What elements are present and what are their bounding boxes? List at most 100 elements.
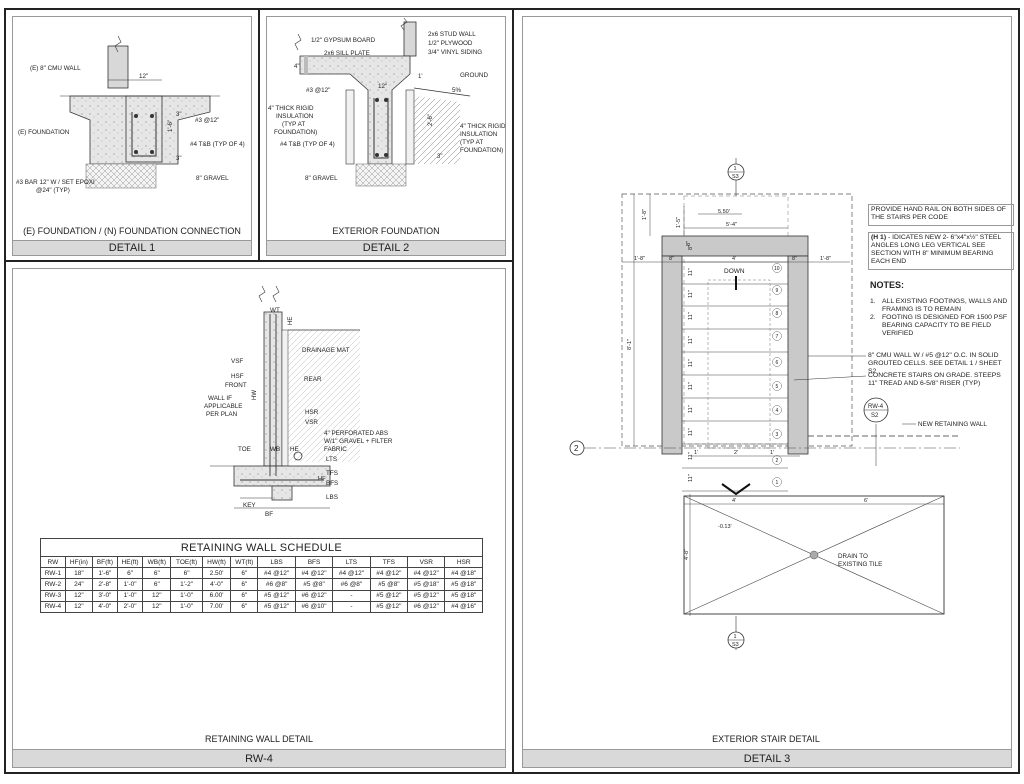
detail-3-title: DETAIL 3 [523,749,1011,767]
tread-dim: 11" [688,405,694,413]
col-hw: HW(ft) [201,555,232,569]
d1-gravel-label: 8" GRAVEL [196,175,229,182]
handrail-note-text: PROVIDE HAND RAIL ON BOTH SIDES OF THE S… [871,206,1006,221]
detail-2-foundation [294,17,471,187]
cell: - [332,600,371,613]
rw4-he: HE [288,317,294,325]
rw-tag: RW-4 S2 [863,397,889,466]
tread-dim: 11" [688,290,694,298]
dim-1-8-right: 1'-8" [820,256,831,262]
detail-1-frame [12,16,252,256]
tread-dim: 11" [688,312,694,320]
col-hsr: HSR [444,555,483,569]
d2-insul-right-1: 4" THICK RIGID [460,123,506,130]
cell: 12" [142,600,172,613]
step-3: 3 [776,432,779,438]
rw4-abs-2: W/1" GRAVEL + FILTER [324,438,393,445]
detail-1-caption: (E) FOUNDATION / (N) FOUNDATION CONNECTI… [23,226,241,236]
section-bottom-sheet: S3 [732,642,739,648]
rw-tag-top: RW-4 [868,404,884,410]
d2-insul-left-1: 4" THICK RIGID [268,105,314,112]
rw4-section [210,285,360,509]
d2-four: 4" [294,64,299,70]
cell: #5 @12" [407,589,446,602]
tread-dim: 11" [688,428,694,436]
d2-siding: 3/4" VINYL SIDING [428,49,482,56]
tread-dim: 11" [688,336,694,344]
d2-insul-right: 4" THICK RIGID INSULATION (TYP AT FOUNDA… [460,123,506,154]
d2-gravel: 8" GRAVEL [305,175,338,182]
tread-dim: 11" [688,382,694,390]
tread-dim: 8" [688,245,694,250]
footing-outline [621,193,853,447]
stair-treads [682,261,788,492]
section-top-num: 1 [734,166,737,172]
stairs-note: CONCRETE STAIRS ON GRADE. STEEPS 11" TRE… [868,372,1001,387]
cell: 6" [142,567,172,580]
tread-dim: 11" [688,359,694,367]
rw4-vsf: VSF [231,358,243,365]
col-hf: HF(in) [64,555,94,569]
cmu-wall-right [787,255,809,455]
d2-plywood: 1/2" PLYWOOD [428,40,473,47]
rw4-bfs: BFS [326,480,338,487]
retaining-wall-schedule: RETAINING WALL SCHEDULE RW HF(in) BF(ft)… [40,538,483,613]
d2-insul-right-2: INSULATION [460,131,498,138]
d2-insul-right-3: (TYP AT [460,139,483,146]
detail-1-title: DETAIL 1 [13,240,251,255]
dim-1b: 1' [770,450,774,456]
inner-dashed-outline [683,195,789,445]
stair-down-arrow [721,483,751,496]
rw4-wall-if-3: PER PLAN [206,411,238,418]
rw4-lts: LTS [326,456,337,463]
d1-epoxy-1: #3 BAR 12" W / SET EPOXI [16,179,95,186]
rw4-drain: DRAINAGE MAT [302,347,350,354]
rw4-wall-if-1: WALL IF [208,395,232,402]
d2-ground: GROUND [460,72,488,79]
dimension-lines [622,194,944,616]
d2-depth: 2'-6" [428,114,434,126]
note-1: ALL EXISTING FOOTINGS, WALLS AND FRAMING… [882,298,1008,313]
d2-three: 3" [437,154,442,160]
cell: #5 @12" [257,600,296,613]
dim-1-5-top: 1'-5" [676,217,682,228]
rw4-tfs: TFS [326,470,338,477]
d2-width: 12" [378,83,387,90]
cmu-wall-note: 8" CMU WALL W / #5 @12" O.C. IN SOLID GR… [868,352,1002,375]
d1-epoxy-2: @24" (TYP) [36,187,70,194]
d1-cmu-label: (E) 8" CMU WALL [30,65,81,72]
rw4-caption: RETAINING WALL DETAIL [204,734,314,744]
dim-8b: 8" [686,241,692,246]
d1-dim-3b: 3" [176,156,181,162]
step-1: 1 [776,480,779,486]
dim-11-bottom: 11" [688,474,694,482]
landing-dashed [707,279,771,449]
d1-width-label: 12" [139,73,148,80]
d2-slope: 5% [452,87,462,94]
step-5: 5 [776,384,779,390]
rw4-frame [12,268,506,768]
dim-1-8-left: 1'-8" [634,256,645,262]
cell: #5 @12" [369,600,409,613]
d2-insul-left-3: (TYP AT [282,121,305,128]
dim-550: 5.50' [718,209,730,215]
d1-dim-3a: 3" [176,112,181,118]
list-item: 1.ALL EXISTING FOOTINGS, WALLS AND FRAMI… [870,298,1010,314]
rw4-wall-if: WALL IF APPLICABLE PER PLAN [204,395,243,418]
step-numbers: 10 9 8 7 6 5 4 3 2 1 [772,263,782,487]
step-6: 6 [776,360,779,366]
slab-outline [683,495,945,615]
grid-line-2: 2 [569,440,960,456]
d2-tb: #4 T&B (TYP OF 4) [280,141,335,148]
new-wall-label: NEW RETAINING WALL [918,421,987,428]
dim-8a: 8" [669,256,674,262]
rw4-title: RW-4 [13,749,505,767]
step-9: 9 [776,288,779,294]
rw4-front: FRONT [225,382,247,389]
detail-2-title: DETAIL 2 [267,240,505,255]
